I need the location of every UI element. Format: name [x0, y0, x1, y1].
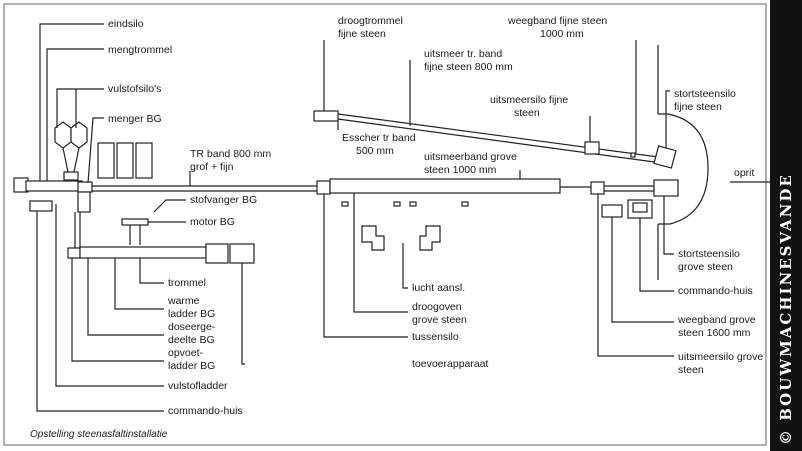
label-menger: menger BG: [108, 113, 162, 125]
label-vulstofladder: vulstofladder: [168, 380, 228, 392]
label-stortsteen-grof-1: stortsteensilo: [678, 248, 740, 260]
label-droogoven-1: droogoven: [412, 301, 462, 313]
label-lucht: lucht aansl.: [412, 282, 465, 294]
leader-lines: [36, 23, 770, 412]
label-escher-2: 500 mm: [356, 145, 394, 157]
vulstofsilos: [54, 121, 88, 181]
label-uitsmeer-tr-1: uitsmeer tr. band: [424, 48, 502, 60]
label-uitsmeersilo-fijn-2: steen: [514, 107, 540, 119]
label-doseer-2: deelte BG: [168, 334, 215, 346]
label-eindsilo: eindsilo: [108, 18, 144, 30]
label-droogtrommel-1: droogtrommel: [338, 15, 403, 27]
label-weegband-fijn-2: 1000 mm: [540, 28, 584, 40]
label-uitsmeerband-1: uitsmeerband grove: [424, 151, 517, 163]
label-warme-1: warme: [167, 295, 200, 307]
label-commando-left: commando-huis: [168, 405, 243, 417]
menger-silos: [97, 142, 153, 179]
diagram-caption: Opstelling steenasfaltinstallatie: [30, 429, 168, 440]
label-escher-1: Esscher tr band: [342, 132, 416, 144]
label-opvoet-2: ladder BG: [168, 360, 215, 372]
label-stofvanger: stofvanger BG: [190, 194, 257, 206]
label-trommel: trommel: [168, 277, 206, 289]
label-vulstofsilos: vulstofsilo's: [108, 83, 161, 95]
grove-steen-unit: [590, 179, 679, 219]
label-uitsmeerband-2: steen 1000 mm: [424, 164, 497, 176]
label-stortsteen-fijn-2: fijne steen: [674, 101, 722, 113]
label-droogtrommel-2: fijne steen: [338, 28, 386, 40]
label-weegband-grof-1: weegband grove: [677, 314, 756, 326]
label-stortsteen-grof-2: grove steen: [678, 261, 733, 273]
fijne-steen-conveyor: [337, 113, 677, 169]
label-weegband-grof-2: steen 1600 mm: [678, 327, 751, 339]
label-uitsmeersilo-grof-1: uitsmeersilo grove: [678, 351, 763, 363]
label-toevoer: toevoerapparaat: [412, 358, 489, 370]
label-uitsmeersilo-fijn-1: uitsmeersilo fijne: [490, 94, 568, 106]
label-tr-band-2: grof + fijn: [190, 161, 234, 173]
label-stortsteen-fijn-1: stortsteensilo: [674, 88, 736, 100]
label-doseer-1: doseerge-: [168, 321, 216, 333]
watermark-strip: [770, 0, 802, 451]
diagram-frame: [3, 3, 767, 446]
label-oprit: oprit: [734, 167, 755, 179]
oprit-ramp: [657, 45, 709, 280]
label-weegband-fijn-1: weegband fijne steen: [507, 15, 607, 27]
label-commando-right: commando-huis: [678, 285, 753, 297]
label-droogoven-2: grove steen: [412, 314, 467, 326]
eindsilo-unit: [13, 177, 93, 213]
label-uitsmeer-tr-2: fijne steen 800 mm: [424, 61, 513, 73]
label-tr-band-1: TR band 800 mm: [190, 148, 271, 160]
label-tussensilo: tussensilo: [412, 331, 459, 343]
tussensilo-unit: [313, 110, 561, 251]
label-mengtrommel: mengtrommel: [108, 44, 172, 56]
watermark-text: © BOUWMACHINESVANDE: [777, 173, 795, 445]
label-warme-2: ladder BG: [168, 308, 215, 320]
label-opvoet-1: opvoet-: [168, 347, 204, 359]
label-motor: motor BG: [190, 216, 235, 228]
label-uitsmeersilo-grof-2: steen: [678, 364, 704, 376]
